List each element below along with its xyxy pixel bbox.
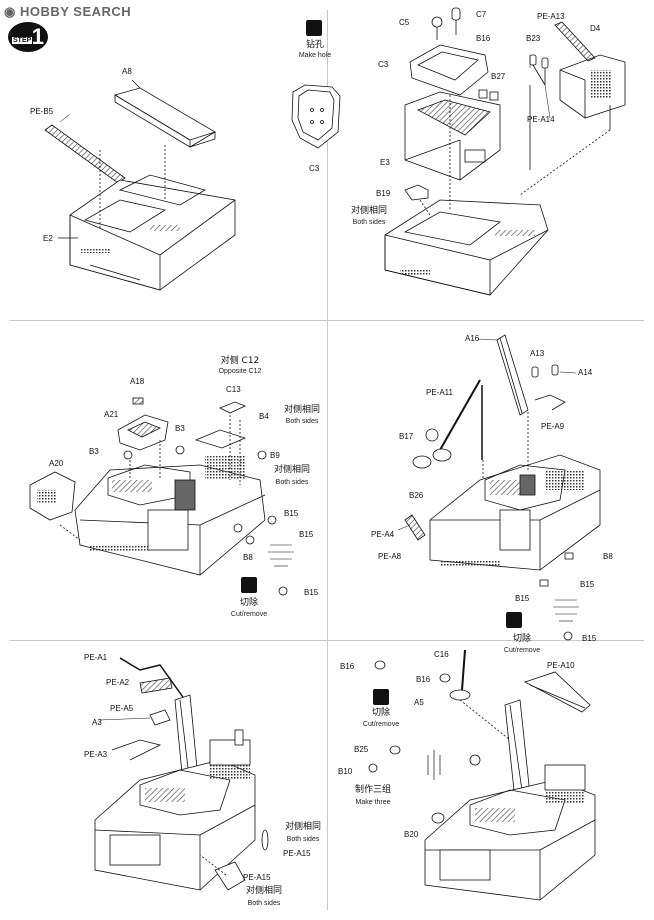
part-label: B15 [515, 594, 530, 603]
part-label: PE-A3 [84, 750, 108, 759]
part-label: B19 [376, 189, 391, 198]
part-label: B27 [491, 72, 506, 81]
part-label: B15 [580, 580, 595, 589]
cut-note-en: Cut/remove [362, 721, 400, 728]
part-label: B3 [175, 424, 185, 433]
part-label: A5 [414, 698, 424, 707]
part-label: B16 [416, 675, 431, 684]
part-label: PE-A1 [84, 653, 108, 662]
part-label: B17 [399, 432, 414, 441]
part-label: B8 [603, 552, 613, 561]
both-sides-note-cn: 对侧相同 [350, 206, 387, 216]
column-divider [327, 10, 328, 910]
part-label: B15 [299, 530, 314, 539]
both-sides-note-en: Both sides [286, 836, 320, 843]
part-label: C3 [309, 164, 320, 173]
part-label: PE-B5 [30, 107, 54, 116]
part-label: PE-A13 [537, 12, 565, 21]
both-sides-note-en: Both sides [352, 219, 386, 226]
part-label: PE-A15 [283, 849, 311, 858]
part-label: B23 [526, 34, 541, 43]
part-label: A20 [49, 459, 64, 468]
part-label: B15 [284, 509, 299, 518]
cut-note-cn: 切除 [371, 708, 390, 718]
part-label: C13 [226, 385, 241, 394]
part-label: C16 [434, 650, 449, 659]
part-label: C7 [476, 10, 487, 19]
part-label: PE-A10 [547, 661, 575, 670]
make-three-note-cn: 制作三组 [354, 785, 391, 795]
make-hole-note-cn: 钻孔 [305, 40, 324, 50]
step-label: STEP [12, 37, 33, 44]
cut-note-cn: 切除 [239, 598, 258, 608]
both-sides-note-cn: 对侧相同 [284, 822, 321, 832]
both-sides-note-cn: 对侧相同 [283, 405, 320, 415]
part-label: PE-A15 [243, 873, 271, 882]
both-sides-note-cn: 对侧相同 [245, 886, 282, 896]
opposite-note-cn: 对侧 C12 [220, 356, 260, 366]
leader-lines [59, 55, 577, 721]
part-label: A14 [578, 368, 593, 377]
mid-left-assembly [29, 397, 294, 596]
part-label: C3 [378, 60, 389, 69]
cut-note-en: Cut/remove [230, 611, 268, 618]
top-middle-assembly [291, 84, 341, 149]
mid-right-assembly [404, 334, 601, 641]
part-label: B9 [270, 451, 280, 460]
cut-icon [506, 612, 522, 628]
part-label: B4 [259, 412, 269, 421]
cut-icon [373, 689, 389, 705]
part-label: PE-A11 [426, 388, 453, 397]
part-label: B15 [304, 588, 319, 597]
cut-icon [241, 577, 257, 593]
part-label: B10 [338, 767, 353, 776]
part-label: PE-A9 [541, 422, 565, 431]
part-label: C5 [399, 18, 410, 27]
part-label: B16 [340, 662, 355, 671]
part-label: PE-A5 [110, 704, 134, 713]
part-label: D4 [590, 24, 601, 33]
top-right-assembly [384, 7, 626, 296]
part-label: B20 [404, 830, 419, 839]
drill-icon [306, 20, 322, 36]
make-three-note-en: Make three [355, 799, 391, 806]
bottom-right-assembly [368, 649, 596, 901]
part-label: B15 [582, 634, 597, 643]
part-label: B16 [476, 34, 491, 43]
both-sides-note-en: Both sides [275, 479, 309, 486]
cut-note-cn: 切除 [512, 634, 531, 644]
row-divider-1 [10, 320, 644, 321]
both-sides-note-en: Both sides [247, 900, 281, 907]
brand-name: HOBBY SEARCH [19, 4, 132, 19]
opposite-note-en: Opposite C12 [218, 368, 262, 375]
part-label: PE-A4 [371, 530, 395, 539]
part-label: PE-A14 [527, 115, 555, 124]
part-label: PE-A2 [106, 678, 130, 687]
part-label: B8 [243, 553, 253, 562]
part-label: A3 [92, 718, 102, 727]
both-sides-note-en: Both sides [285, 418, 319, 425]
part-label: A16 [465, 334, 480, 343]
bottom-left-assembly [94, 657, 269, 891]
part-label: B26 [409, 491, 424, 500]
part-label: A13 [530, 349, 545, 358]
part-label: A18 [130, 377, 145, 386]
row-divider-2 [10, 640, 644, 641]
brand-watermark: ◉ HOBBY SEARCH [4, 4, 131, 20]
brand-logo-icon: ◉ [4, 4, 20, 19]
both-sides-note-cn: 对侧相同 [273, 465, 310, 475]
part-label: B25 [354, 745, 369, 754]
part-label: B3 [89, 447, 99, 456]
part-label: A21 [104, 410, 119, 419]
part-label: E3 [380, 158, 390, 167]
part-label: A8 [122, 67, 132, 76]
part-label: E2 [43, 234, 53, 243]
part-label: PE-A8 [378, 552, 402, 561]
make-hole-note-en: Make hole [298, 52, 332, 59]
step-number: 1 [31, 24, 44, 49]
top-left-assembly [44, 79, 236, 291]
cut-note-en: Cut/remove [503, 647, 541, 654]
